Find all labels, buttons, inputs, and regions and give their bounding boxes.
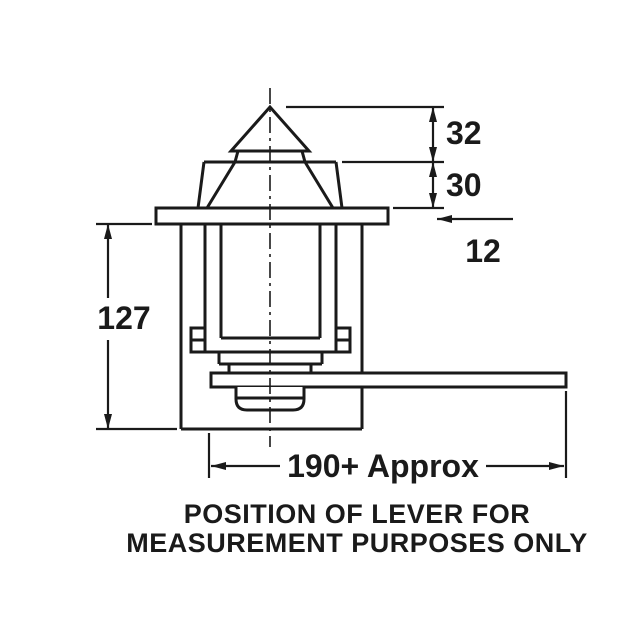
lock-body: [179, 224, 364, 431]
caption-line-2: MEASUREMENT PURPOSES ONLY: [126, 528, 588, 558]
dimension-127: 127: [96, 222, 177, 431]
dimension-190: 190+ Approx: [207, 391, 568, 484]
dim-label-30: 30: [446, 167, 482, 203]
lever-arm: [209, 371, 568, 389]
dim-label-127: 127: [97, 300, 150, 336]
dimension-32: 32: [286, 105, 482, 164]
left-bolt: [189, 326, 207, 354]
right-bolt: [334, 326, 352, 354]
lock-assembly: [154, 88, 568, 447]
flange-plate: [154, 206, 390, 226]
extension-lines-bottom: [207, 391, 568, 478]
caption: POSITION OF LEVER FOR MEASUREMENT PURPOS…: [126, 499, 588, 558]
dim-label-32: 32: [446, 115, 482, 151]
extension-lines-right: [286, 105, 444, 164]
dimension-30: 30: [393, 162, 482, 210]
caption-line-1: POSITION OF LEVER FOR: [184, 499, 531, 529]
dim-label-190: 190+ Approx: [287, 448, 479, 484]
dim-label-12: 12: [465, 233, 501, 269]
inner-cup: [203, 224, 338, 354]
dimension-12: 12: [437, 215, 513, 269]
cone-neck: [233, 150, 307, 163]
